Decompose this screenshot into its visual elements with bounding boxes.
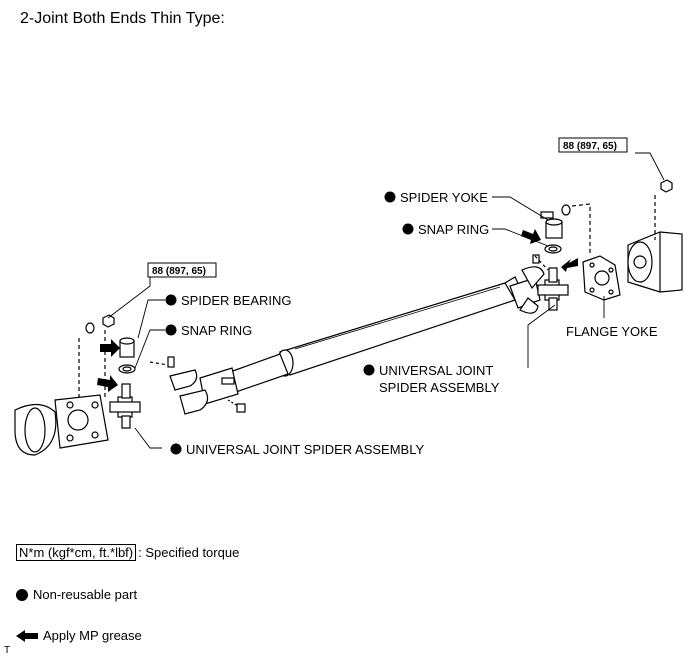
right-grease-fitting xyxy=(532,254,540,264)
nonreusable-bullet xyxy=(165,294,177,306)
left-arrow-icon xyxy=(16,629,38,642)
left-bolt xyxy=(221,377,235,385)
legend-torque-text: : Specified torque xyxy=(138,545,240,560)
center-grease-fitting xyxy=(227,399,246,413)
left-shaft-yoke xyxy=(169,367,239,415)
nonreusable-bullet xyxy=(384,191,396,203)
label-flange-yoke: FLANGE YOKE xyxy=(566,324,658,339)
right-washer xyxy=(561,204,571,216)
left-washer xyxy=(85,322,95,334)
nonreusable-bullet xyxy=(363,364,375,376)
right-companion-flange xyxy=(627,231,683,293)
nonreusable-bullet xyxy=(170,443,182,455)
label-ujsa-left: UNIVERSAL JOINT SPIDER ASSEMBLY xyxy=(186,442,424,457)
left-ujoint-spider xyxy=(109,383,141,429)
torque-box-right xyxy=(558,137,628,153)
nonreusable-bullet xyxy=(165,324,177,336)
propeller-shaft-diagram: 88 (897, 65) 88 (897, 65) SPIDER BEARING… xyxy=(14,137,683,457)
right-spider-yoke xyxy=(545,218,563,239)
legend-nonreusable: Non-reusable part xyxy=(16,587,137,602)
left-nut xyxy=(102,314,115,328)
legend-grease: Apply MP grease xyxy=(16,628,142,643)
left-grease-fitting xyxy=(167,356,175,368)
legend-torque: N*m (kgf*cm, ft.*lbf) : Specified torque xyxy=(16,544,239,561)
right-shaft-yoke xyxy=(509,266,545,314)
label-spider-yoke: SPIDER YOKE xyxy=(400,190,488,205)
legend-torque-box: N*m (kgf*cm, ft.*lbf) xyxy=(16,544,137,561)
grease-arrow-right-1 xyxy=(521,229,541,244)
label-snap-ring-left: SNAP RING xyxy=(181,323,252,338)
nonreusable-bullet xyxy=(402,223,414,235)
left-snap-ring xyxy=(118,364,136,374)
grease-arrow-left-1 xyxy=(100,339,120,357)
grease-arrow-left-2 xyxy=(97,375,118,392)
corner-mark: T xyxy=(4,645,11,656)
left-flange xyxy=(14,394,109,456)
diagram-title: 2-Joint Both Ends Thin Type: xyxy=(20,10,225,27)
left-spider-bearing xyxy=(119,337,135,358)
legend-nonreusable-text: Non-reusable part xyxy=(33,587,138,602)
label-ujsa-right-line2: SPIDER ASSEMBLY xyxy=(379,380,500,395)
right-snap-ring xyxy=(544,244,562,254)
label-snap-ring-right: SNAP RING xyxy=(418,222,489,237)
torque-box-left xyxy=(147,262,217,278)
flange-yoke xyxy=(582,255,621,301)
right-ujoint-spider xyxy=(537,267,569,311)
right-bolt xyxy=(540,211,554,219)
legend-grease-text: Apply MP grease xyxy=(43,628,142,643)
right-nut xyxy=(660,179,673,193)
label-ujsa-right-line1: UNIVERSAL JOINT xyxy=(379,363,493,378)
filled-circle-icon xyxy=(16,588,28,601)
torque-value-left: 88 (897, 65) xyxy=(152,266,206,277)
label-spider-bearing: SPIDER BEARING xyxy=(181,293,292,308)
grease-arrow-right-2 xyxy=(561,258,578,272)
torque-value-right: 88 (897, 65) xyxy=(563,141,617,152)
